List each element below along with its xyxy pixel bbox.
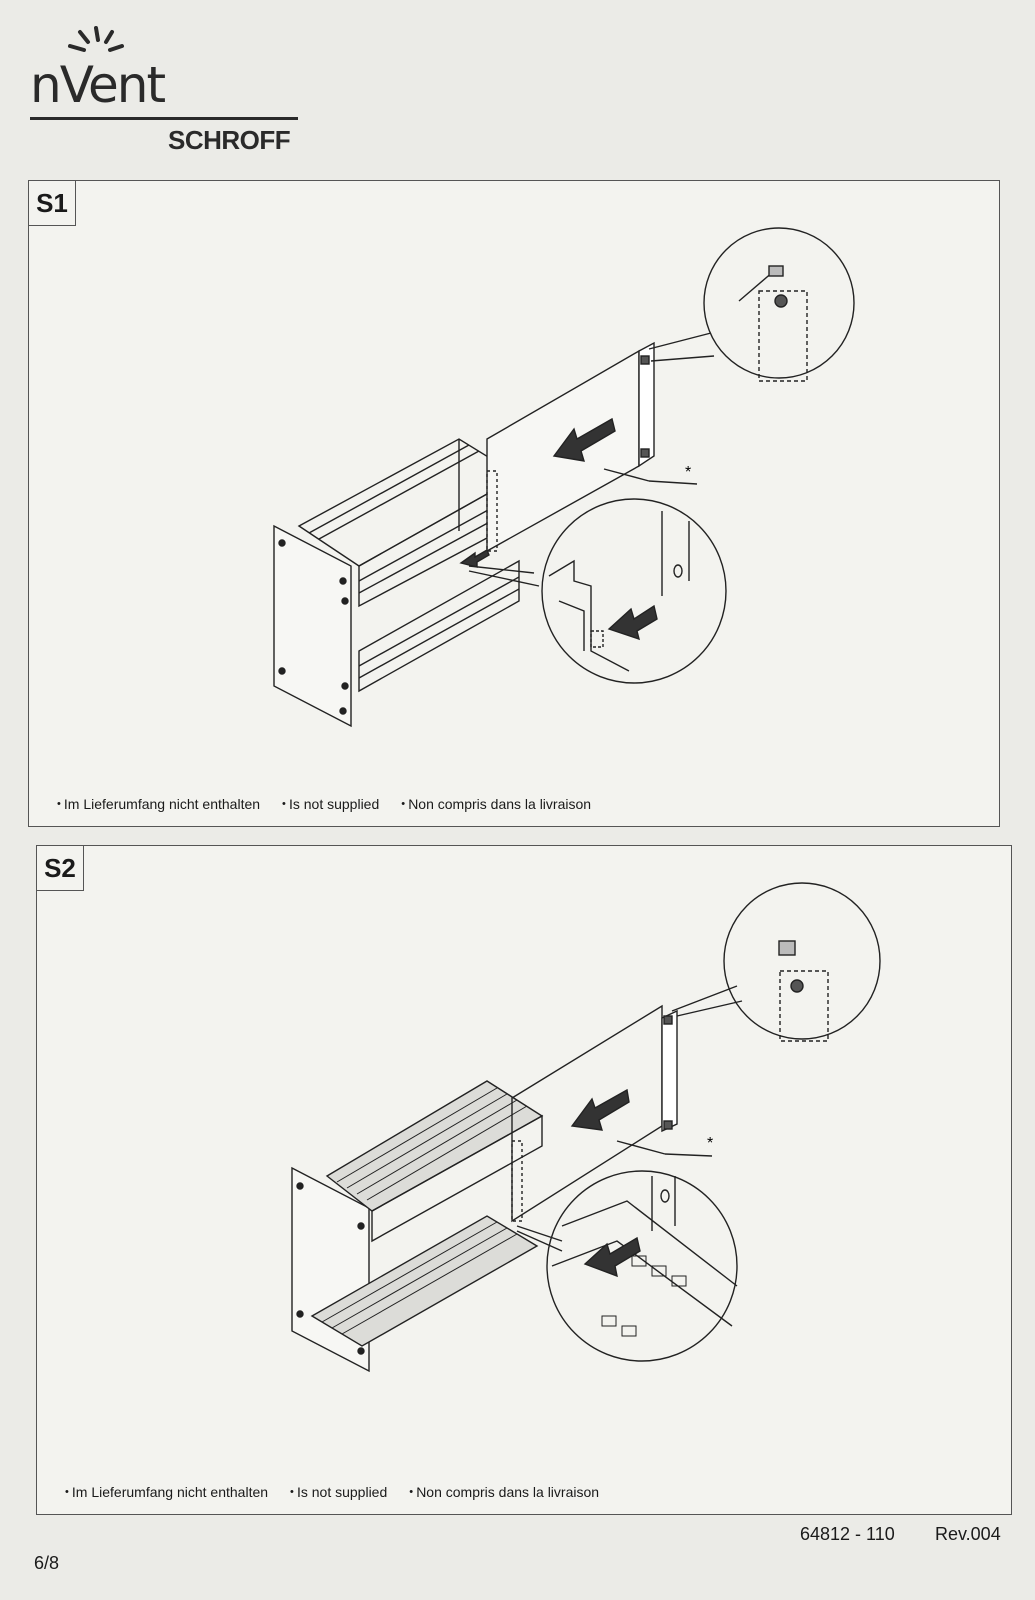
- callout-mark-s2: *: [707, 1135, 713, 1152]
- revision: Rev.004: [935, 1524, 1001, 1544]
- callout-mark-s1: *: [685, 464, 691, 481]
- logo-rule: [30, 117, 298, 120]
- logo-brand: SCHROFF: [168, 125, 291, 155]
- note-en: Is not supplied: [290, 1484, 387, 1500]
- note-de: Im Lieferumfang nicht enthalten: [57, 796, 260, 812]
- note-fr: Non compris dans la livraison: [401, 796, 591, 812]
- step-label: S1: [29, 181, 76, 226]
- document-number: 64812 - 110: [800, 1524, 895, 1544]
- assembly-illustration-s1: *: [273, 227, 855, 728]
- step-panel-s2: S2: [36, 845, 1012, 1515]
- logo-wordmark: nVent: [30, 56, 166, 114]
- note-en: Is not supplied: [282, 796, 379, 812]
- note-fr: Non compris dans la livraison: [409, 1484, 599, 1500]
- nvent-schroff-logo: nVent SCHROFF: [28, 22, 308, 157]
- assembly-illustration-s2: *: [291, 882, 881, 1373]
- page-number: 6/8: [34, 1553, 60, 1573]
- supply-notes: Im Lieferumfang nicht enthalten Is not s…: [65, 1484, 599, 1500]
- note-de: Im Lieferumfang nicht enthalten: [65, 1484, 268, 1500]
- step-panel-s1: S1: [28, 180, 1000, 827]
- logo-rays-icon: [68, 26, 124, 52]
- step-label: S2: [37, 846, 84, 891]
- supply-notes: Im Lieferumfang nicht enthalten Is not s…: [57, 796, 591, 812]
